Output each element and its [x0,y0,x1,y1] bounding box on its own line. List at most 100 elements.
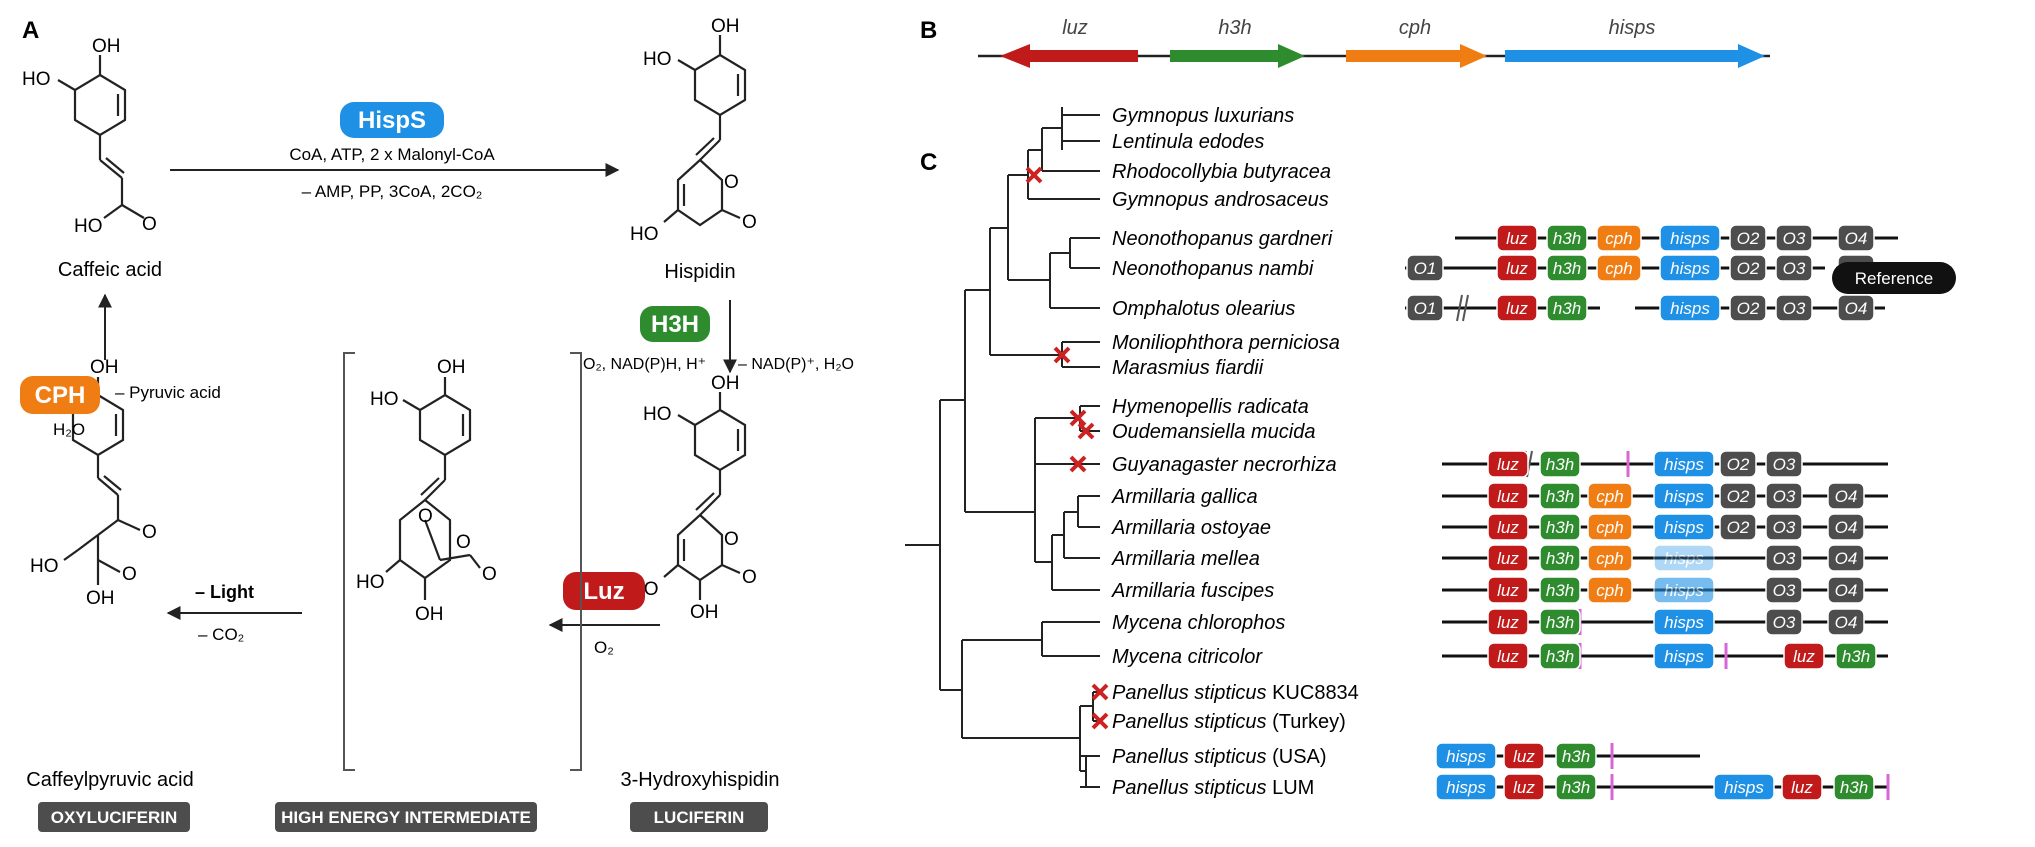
o3-gene-box: O3 [1775,254,1813,282]
luz-gene-text: luz [1497,518,1519,537]
o3-gene-text: O3 [1773,518,1796,537]
luz-gene-box: luz [1503,773,1545,801]
o4-gene-box: O4 [1827,576,1865,604]
h3h-enzyme-label: H3H [651,311,699,338]
o3-gene-text: O3 [1783,299,1806,318]
species-label: Oudemansiella mucida [1112,421,1315,443]
o3-gene-text: O3 [1773,487,1796,506]
hisps-cofactors: CoA, ATP, 2 x Malonyl-CoA [289,145,495,164]
o4-gene-text: O4 [1835,613,1858,632]
o3-gene-box: O3 [1765,576,1803,604]
panel-label-b: B [920,17,937,44]
atom-label: HO [30,556,59,577]
species-label: Gymnopus luxurians [1112,105,1294,127]
h3h-gene-label: h3h [1218,17,1251,39]
hydroxyhispidin-structure [663,392,747,600]
o2-gene-box: O2 [1719,513,1757,541]
species-label: Armillaria fuscipes [1111,580,1274,602]
o2-gene-text: O2 [1737,299,1760,318]
hisps-gene-box: hisps [1435,773,1497,801]
luz-gene-box: luz [1487,450,1529,478]
species-label: Mycena chlorophos [1112,612,1285,634]
species-strain: (USA) [1267,746,1327,768]
h3h-gene-box: h3h [1539,482,1581,510]
atom-label: HO [22,69,51,90]
luz-enzyme-badge [563,572,645,610]
h3h-enzyme-badge [640,306,710,342]
luz-gene-text: luz [1793,647,1815,666]
o2-gene-box: O2 [1719,482,1757,510]
h3h-gene-box: h3h [1539,513,1581,541]
o2-gene-text: O2 [1727,455,1750,474]
atom-label: OH [415,604,444,625]
h3h-gene-box: h3h [1546,224,1588,252]
luz-gene-text: luz [1506,299,1528,318]
o3-gene-box: O3 [1765,544,1803,572]
hisps-gene-text: hisps [1670,259,1710,278]
panel-label-a: A [22,17,39,44]
luz-gene-label: luz [1062,17,1088,39]
hisps-gene-text: hisps [1446,778,1486,797]
o3-gene-box: O3 [1765,450,1803,478]
o4-gene-text: O4 [1845,299,1868,318]
species-genus-epithet: Neonothopanus nambi [1112,258,1314,280]
species-genus-epithet: Moniliophthora perniciosa [1112,332,1340,354]
o2-gene-box: O2 [1729,294,1767,322]
intermediate-structure [385,377,481,600]
atom-label: OH [90,357,119,378]
o3-gene-text: O3 [1783,259,1806,278]
hisps-gene-text: hisps [1664,549,1704,568]
atom-label: O [742,212,757,233]
h3h-gene-box: h3h [1546,254,1588,282]
species-genus-epithet: Mycena citricolor [1112,646,1263,668]
reference-badge [1832,262,1956,294]
luz-gene-box: luz [1487,482,1529,510]
species-label: Panellus stipticus (Turkey) [1112,711,1346,733]
gene-loss-cross [1025,166,1043,184]
cph-gene-box: cph [1587,482,1633,510]
atom-label: HO [74,216,103,237]
species-label: Rhodocollybia butyracea [1112,161,1331,183]
h3h-gene-arrow [1170,44,1305,68]
phylogenetic-tree [905,107,1100,788]
species-label: Marasmius fiardii [1112,357,1264,379]
cph-gene-box: cph [1587,544,1633,572]
hispidin-structure [663,35,747,227]
atom-label: OH [711,16,740,37]
luciferin-label: LUCIFERIN [654,808,745,827]
oxyluciferin-badge [38,802,190,832]
atom-label: O [456,532,471,553]
h3h-gene-box: h3h [1833,773,1875,801]
o3-gene-text: O3 [1773,455,1796,474]
h3h-gene-box: h3h [1546,294,1588,322]
cph-gene-box: cph [1596,224,1642,252]
luz-gene-box: luz [1487,642,1529,670]
o3-gene-box: O3 [1775,224,1813,252]
h3h-gene-text: h3h [1546,549,1574,568]
species-genus-epithet: Panellus stipticus [1112,682,1267,704]
h3h-gene-text: h3h [1842,647,1870,666]
hisps-gene-text: hisps [1670,229,1710,248]
o4-gene-text: O4 [1845,229,1868,248]
cph-gene-text: cph [1596,549,1623,568]
h3h-gene-text: h3h [1546,581,1574,600]
hisps-gene-box: hisps [1653,576,1715,604]
atom-label: HO [643,404,672,425]
hisps-gene-box: hisps [1713,773,1775,801]
cph-gene-arrow [1346,44,1487,68]
luz-gene-box: luz [1503,742,1545,770]
h3h-gene-box: h3h [1539,450,1581,478]
hisps-gene-box: hisps [1653,608,1715,636]
gene-loss-cross [1091,712,1109,730]
luz-gene-box: luz [1487,576,1529,604]
cph-enzyme-label: CPH [35,382,86,409]
luz-gene-text: luz [1497,613,1519,632]
hisps-enzyme-label: HispS [358,107,426,134]
cph-enzyme-badge [20,376,100,414]
gap-slash [1462,294,1469,322]
